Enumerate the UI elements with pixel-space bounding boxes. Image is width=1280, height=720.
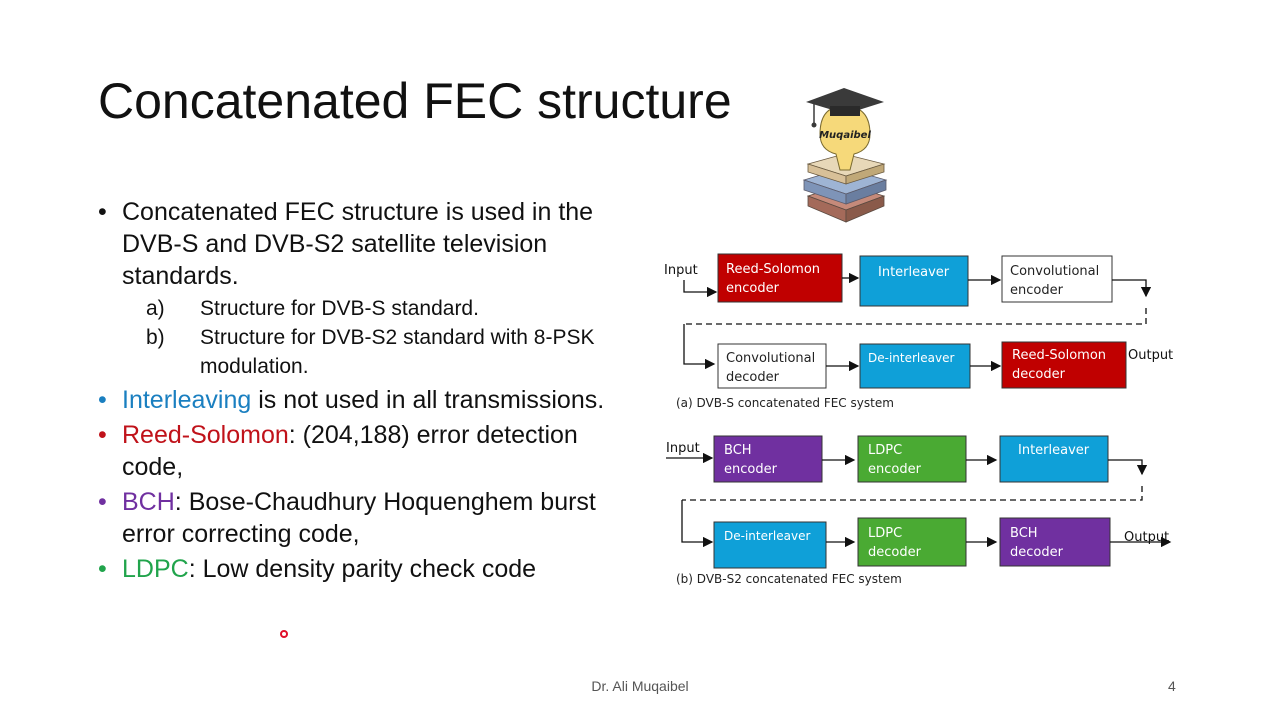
deinterleaver-block-b: De-interleaver (713, 521, 827, 569)
sub-marker: a) (146, 297, 165, 320)
block-label: De-interleaver (868, 351, 954, 365)
bullet-text: is not used in all transmissions. (251, 386, 605, 414)
block-label: encoder (868, 462, 922, 477)
bullet-dot: • (98, 386, 107, 414)
bullet-text: : Low density parity check code (188, 555, 537, 583)
interleaver-block: Interleaver (859, 255, 969, 307)
block-label: Convolutional (1010, 264, 1099, 279)
block-label: Interleaver (1018, 443, 1090, 458)
muqaibel-logo: Muqaibel (802, 88, 888, 223)
sub-item-a: a) Structure for DVB-S standard. (122, 294, 618, 323)
sub-text: Structure for DVB-S standard. (200, 297, 479, 320)
output-label: Output (1128, 348, 1173, 363)
block-label: BCH (1010, 526, 1038, 541)
block-label: encoder (1010, 283, 1064, 298)
ldpc-decoder-block: LDPC decoder (857, 517, 967, 567)
block-label: BCH (724, 443, 752, 458)
block-rect (713, 435, 823, 483)
conv-encoder-block: Convolutional encoder (1001, 255, 1113, 303)
channel-link (684, 308, 1147, 325)
interleaver-block-b: Interleaver (999, 435, 1109, 483)
input-label: Input (664, 263, 698, 278)
block-label: decoder (726, 370, 780, 385)
block-rect (713, 521, 827, 569)
bch-decoder-block: BCH decoder (999, 517, 1111, 567)
block-label: encoder (726, 281, 780, 296)
block-rect (1001, 341, 1127, 389)
diagram-a: Input Reed-Solomon encoder Interleaver C… (664, 253, 1173, 410)
footer-author: Dr. Ali Muqaibel (591, 678, 689, 694)
slide-title: Concatenated FEC structure (98, 73, 732, 129)
block-rect (857, 435, 967, 483)
block-label: De-interleaver (724, 529, 810, 543)
output-label: Output (1124, 530, 1169, 545)
block-rect (859, 255, 969, 307)
bch-encoder-block: BCH encoder (713, 435, 823, 483)
bullet-list: • Concatenated FEC structure is used in … (98, 196, 618, 588)
block-label: LDPC (868, 526, 902, 541)
block-label: Reed-Solomon (1012, 348, 1106, 363)
channel-link (682, 486, 1143, 501)
term-reed-solomon: Reed-Solomon (122, 421, 289, 449)
mouse-pointer (280, 630, 288, 638)
block-rect (717, 343, 827, 389)
block-rect (717, 253, 843, 303)
sub-item-b: b) Structure for DVB-S2 standard with 8-… (122, 323, 618, 381)
diagram-b: Input BCH encoder LDPC encoder Interleav… (666, 435, 1172, 586)
bullet-dot: • (98, 198, 107, 226)
block-label: decoder (1010, 545, 1064, 560)
block-rect (857, 517, 967, 567)
bullet-text: Concatenated FEC structure is used in th… (122, 198, 594, 290)
input-label: Input (666, 441, 700, 456)
page-number: 4 (1168, 678, 1176, 694)
term-interleaving: Interleaving (122, 386, 252, 414)
sub-text: Structure for DVB-S2 standard with 8-PSK… (200, 326, 595, 378)
block-label: Reed-Solomon (726, 262, 820, 277)
sub-marker: b) (146, 326, 165, 349)
logo-text: Muqaibel (819, 130, 871, 141)
bullet-dot: • (98, 488, 107, 516)
block-label: encoder (724, 462, 778, 477)
bullet-concatenated: • Concatenated FEC structure is used in … (98, 196, 618, 381)
bullet-text: : (204,188) error detection code, (122, 421, 578, 481)
block-label: decoder (1012, 367, 1066, 382)
term-ldpc: LDPC (122, 555, 189, 583)
caption-b: (b) DVB-S2 concatenated FEC system (676, 572, 902, 586)
ldpc-encoder-block: LDPC encoder (857, 435, 967, 483)
block-rect (859, 343, 971, 389)
caption-a: (a) DVB-S concatenated FEC system (676, 396, 894, 410)
block-rect (1001, 255, 1113, 303)
block-label: Convolutional (726, 351, 815, 366)
rs-decoder-block: Reed-Solomon decoder (1001, 341, 1127, 389)
bullet-text: : Bose-Chaudhury Hoquenghem burst error … (122, 488, 596, 548)
deinterleaver-block: De-interleaver (859, 343, 971, 389)
bullet-interleaving: • Interleaving is not used in all transm… (98, 384, 618, 416)
fec-block-diagram: Input Reed-Solomon encoder Interleaver C… (664, 253, 1173, 586)
block-label: LDPC (868, 443, 902, 458)
bullet-ldpc: • LDPC: Low density parity check code (98, 553, 618, 585)
block-rect (999, 435, 1109, 483)
conv-decoder-block: Convolutional decoder (717, 343, 827, 389)
bullet-dot: • (98, 421, 107, 449)
block-label: decoder (868, 545, 922, 560)
block-rect (999, 517, 1111, 567)
block-label: Interleaver (878, 265, 950, 280)
term-bch: BCH (122, 488, 175, 516)
sub-list: a) Structure for DVB-S standard. b) Stru… (122, 294, 618, 381)
bullet-bch: • BCH: Bose-Chaudhury Hoquenghem burst e… (98, 486, 618, 550)
rs-encoder-block: Reed-Solomon encoder (717, 253, 843, 303)
bullet-reed-solomon: • Reed-Solomon: (204,188) error detectio… (98, 419, 618, 483)
bullet-dot: • (98, 555, 107, 583)
